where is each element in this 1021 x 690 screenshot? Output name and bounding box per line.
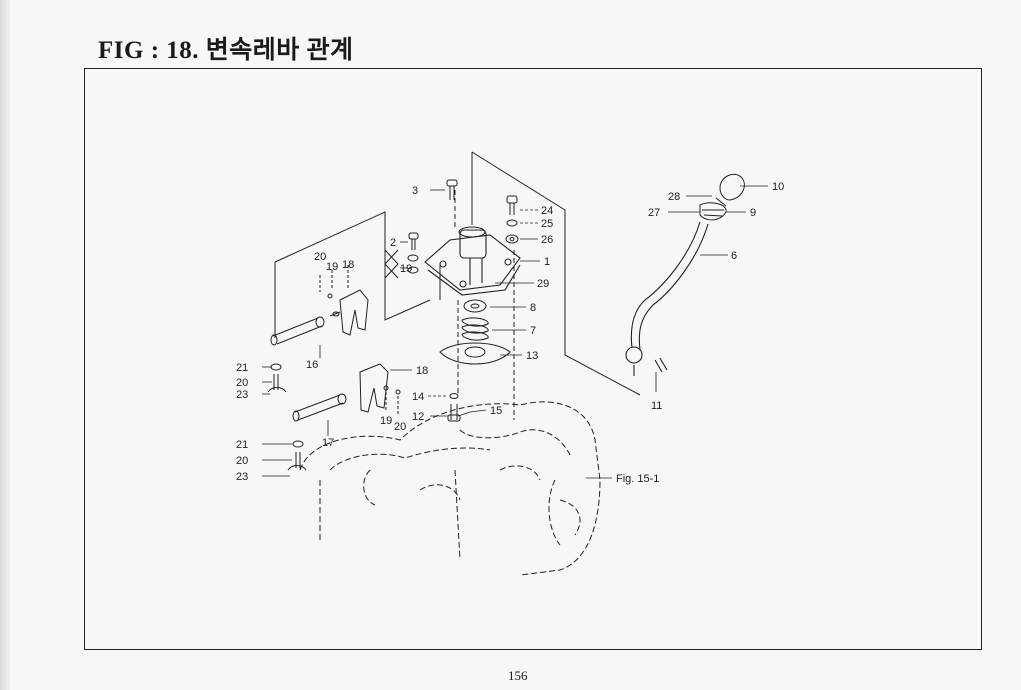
callout-label: 17 bbox=[322, 437, 334, 449]
callout-label: 21 bbox=[236, 439, 248, 451]
callout-label: 23 bbox=[236, 389, 248, 401]
callout-label: 20 bbox=[236, 455, 248, 467]
callout-label: 23 bbox=[236, 471, 248, 483]
callout-label: 10 bbox=[772, 181, 784, 193]
shift-fork-lower bbox=[359, 363, 401, 415]
washer-14 bbox=[449, 393, 459, 399]
callout-label: 26 bbox=[541, 234, 553, 246]
callout-label: 7 bbox=[530, 325, 536, 337]
scan-edge bbox=[0, 0, 10, 690]
callout-label: 2 bbox=[390, 237, 396, 249]
callout-label: 19 bbox=[380, 415, 392, 427]
washer-26 bbox=[505, 234, 519, 244]
leader-lines bbox=[262, 185, 768, 479]
callout-label: 14 bbox=[412, 391, 424, 403]
callout-label: 3 bbox=[412, 185, 418, 197]
figure-frame bbox=[84, 68, 982, 650]
callout-label: 25 bbox=[541, 218, 553, 230]
shift-rod-17 bbox=[292, 393, 347, 422]
seal-8 bbox=[463, 299, 487, 313]
boot-12 bbox=[439, 342, 511, 365]
callout-label: 13 bbox=[526, 350, 538, 362]
callout-label: 9 bbox=[750, 207, 756, 219]
callout-label: 19 bbox=[326, 261, 338, 273]
figure-reference: Fig. 15-1 bbox=[616, 473, 659, 485]
transmission-case-outline bbox=[299, 401, 601, 576]
callout-label: 8 bbox=[530, 302, 536, 314]
washer-25 bbox=[506, 219, 518, 227]
callout-label: 15 bbox=[490, 405, 502, 417]
callout-label: 20 bbox=[236, 377, 248, 389]
callout-labels: 3 2 19 24 25 26 1 29 8 7 13 10 28 27 9 6… bbox=[236, 181, 784, 485]
bolt-2 bbox=[408, 232, 419, 250]
knob-10 bbox=[715, 173, 745, 207]
callout-label: 19 bbox=[400, 263, 412, 275]
callout-label: 24 bbox=[541, 205, 553, 217]
callout-label: 11 bbox=[651, 400, 662, 412]
callout-label: 20 bbox=[394, 421, 406, 433]
shift-rod-16 bbox=[270, 311, 341, 346]
callout-label: 21 bbox=[236, 362, 248, 374]
shift-fork-upper bbox=[319, 265, 369, 336]
callout-label: 20 bbox=[314, 251, 326, 263]
callout-label: 12 bbox=[412, 411, 424, 423]
spring-7 bbox=[461, 317, 489, 341]
bolt-3 bbox=[446, 179, 458, 200]
callout-label: 28 bbox=[668, 191, 680, 203]
callout-label: 16 bbox=[306, 359, 318, 371]
pin-13 bbox=[447, 404, 461, 422]
shift-tower bbox=[424, 226, 521, 296]
callout-label: 29 bbox=[537, 278, 549, 290]
boot-9 bbox=[699, 202, 727, 221]
page-number: 156 bbox=[508, 668, 528, 683]
bolt-24 bbox=[506, 195, 518, 215]
cross-mark bbox=[384, 249, 399, 265]
shift-lever-6 bbox=[625, 221, 709, 376]
callout-label: 6 bbox=[731, 250, 737, 262]
callout-label: 18 bbox=[416, 365, 428, 377]
callout-label: 18 bbox=[342, 259, 354, 271]
page-title: FIG : 18. 변속레바 관계 bbox=[98, 37, 354, 64]
callout-label: 1 bbox=[544, 256, 550, 268]
guide-lines bbox=[274, 151, 641, 396]
callout-label: 27 bbox=[648, 207, 660, 219]
